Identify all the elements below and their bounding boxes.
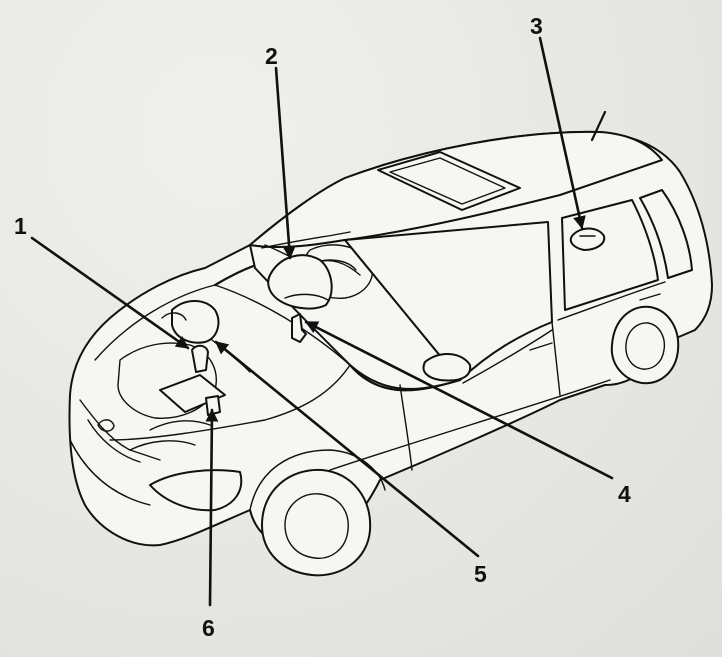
leader-6	[205, 408, 219, 607]
b-pillar	[551, 321, 561, 396]
brake-master	[171, 300, 220, 344]
callout-label-3: 3	[530, 13, 543, 39]
rear-wheel	[610, 305, 680, 385]
quarter-window	[639, 189, 693, 279]
antenna	[590, 110, 607, 142]
headlight	[149, 469, 243, 512]
battery	[159, 374, 226, 413]
callout-label-5: 5	[474, 561, 487, 587]
callout-label-1: 1	[14, 213, 27, 239]
side-mirror	[422, 353, 472, 382]
front-impact-sensor	[191, 344, 209, 373]
callout-label-2: 2	[265, 43, 278, 69]
callout-label-6: 6	[202, 615, 215, 641]
callout-labels: 1 2 3 4 5 6	[14, 13, 631, 641]
leader-4	[304, 320, 614, 480]
callout-leaders	[30, 36, 614, 607]
car-body	[68, 110, 713, 577]
srs-unit	[291, 313, 307, 343]
leader-2	[274, 66, 296, 260]
front-door-window	[344, 221, 553, 381]
side-sensor	[569, 227, 606, 251]
callout-label-4: 4	[618, 481, 631, 507]
rear-door-window	[561, 199, 659, 311]
leader-3	[538, 36, 586, 230]
front-door-line	[399, 384, 413, 471]
leader-5	[214, 340, 480, 558]
leader-1	[30, 236, 190, 350]
front-wheel	[261, 468, 372, 577]
